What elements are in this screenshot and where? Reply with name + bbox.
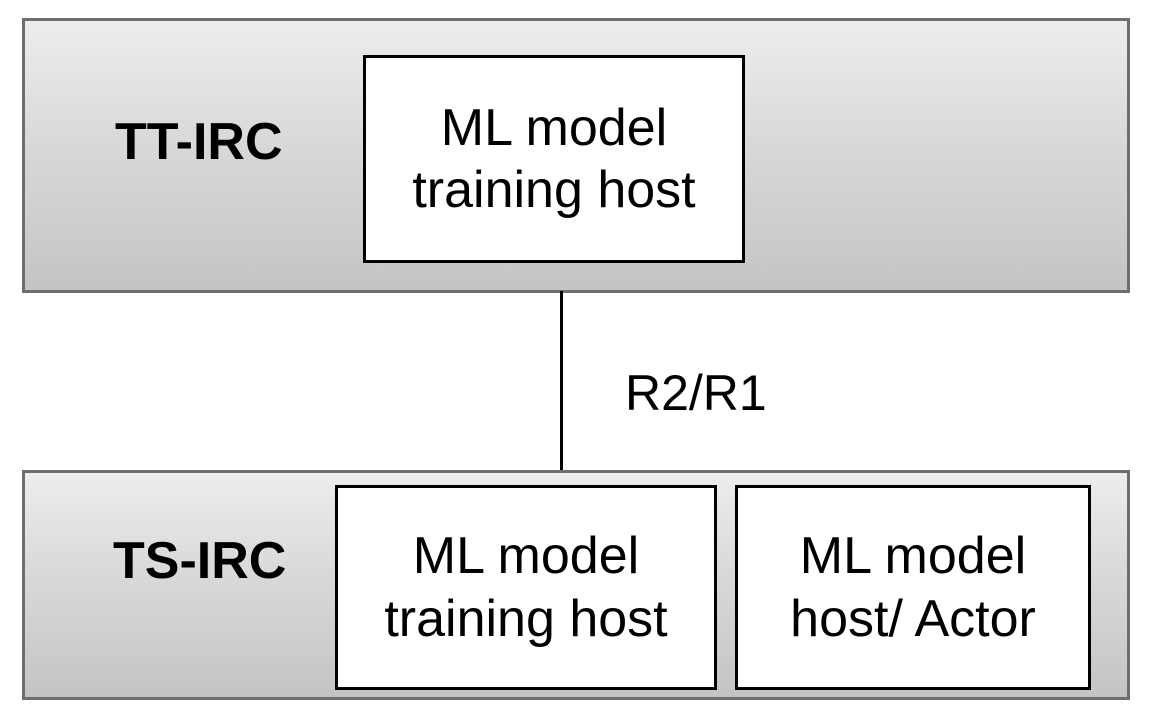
ts-ml-model-training-host-box: ML model training host: [335, 485, 717, 690]
ts-actor-host-line2: host/ Actor: [790, 589, 1036, 648]
ts-training-host-text: ML model training host: [384, 525, 667, 650]
r2-r1-connection-label: R2/R1: [625, 365, 767, 421]
ts-ml-model-host-actor-box: ML model host/ Actor: [735, 485, 1091, 690]
ts-actor-host-text: ML model host/ Actor: [790, 525, 1036, 650]
ts-irc-panel: TS-IRC ML model training host ML model h…: [22, 470, 1130, 700]
ts-training-host-line1: ML model: [412, 527, 640, 586]
tt-training-host-line2: training host: [412, 161, 696, 219]
ts-training-host-line2: training host: [384, 589, 668, 648]
ts-actor-host-line1: ML model: [799, 527, 1027, 586]
ts-irc-label: TS-IRC: [113, 532, 287, 590]
tt-ml-model-training-host-box: ML model training host: [363, 55, 745, 263]
tt-irc-panel: TT-IRC ML model training host: [22, 18, 1130, 293]
tt-training-host-line1: ML model: [440, 98, 668, 157]
tt-irc-label: TT-IRC: [115, 113, 283, 171]
r2-r1-connection-line: [560, 291, 563, 482]
tt-training-host-text: ML model training host: [412, 97, 695, 222]
